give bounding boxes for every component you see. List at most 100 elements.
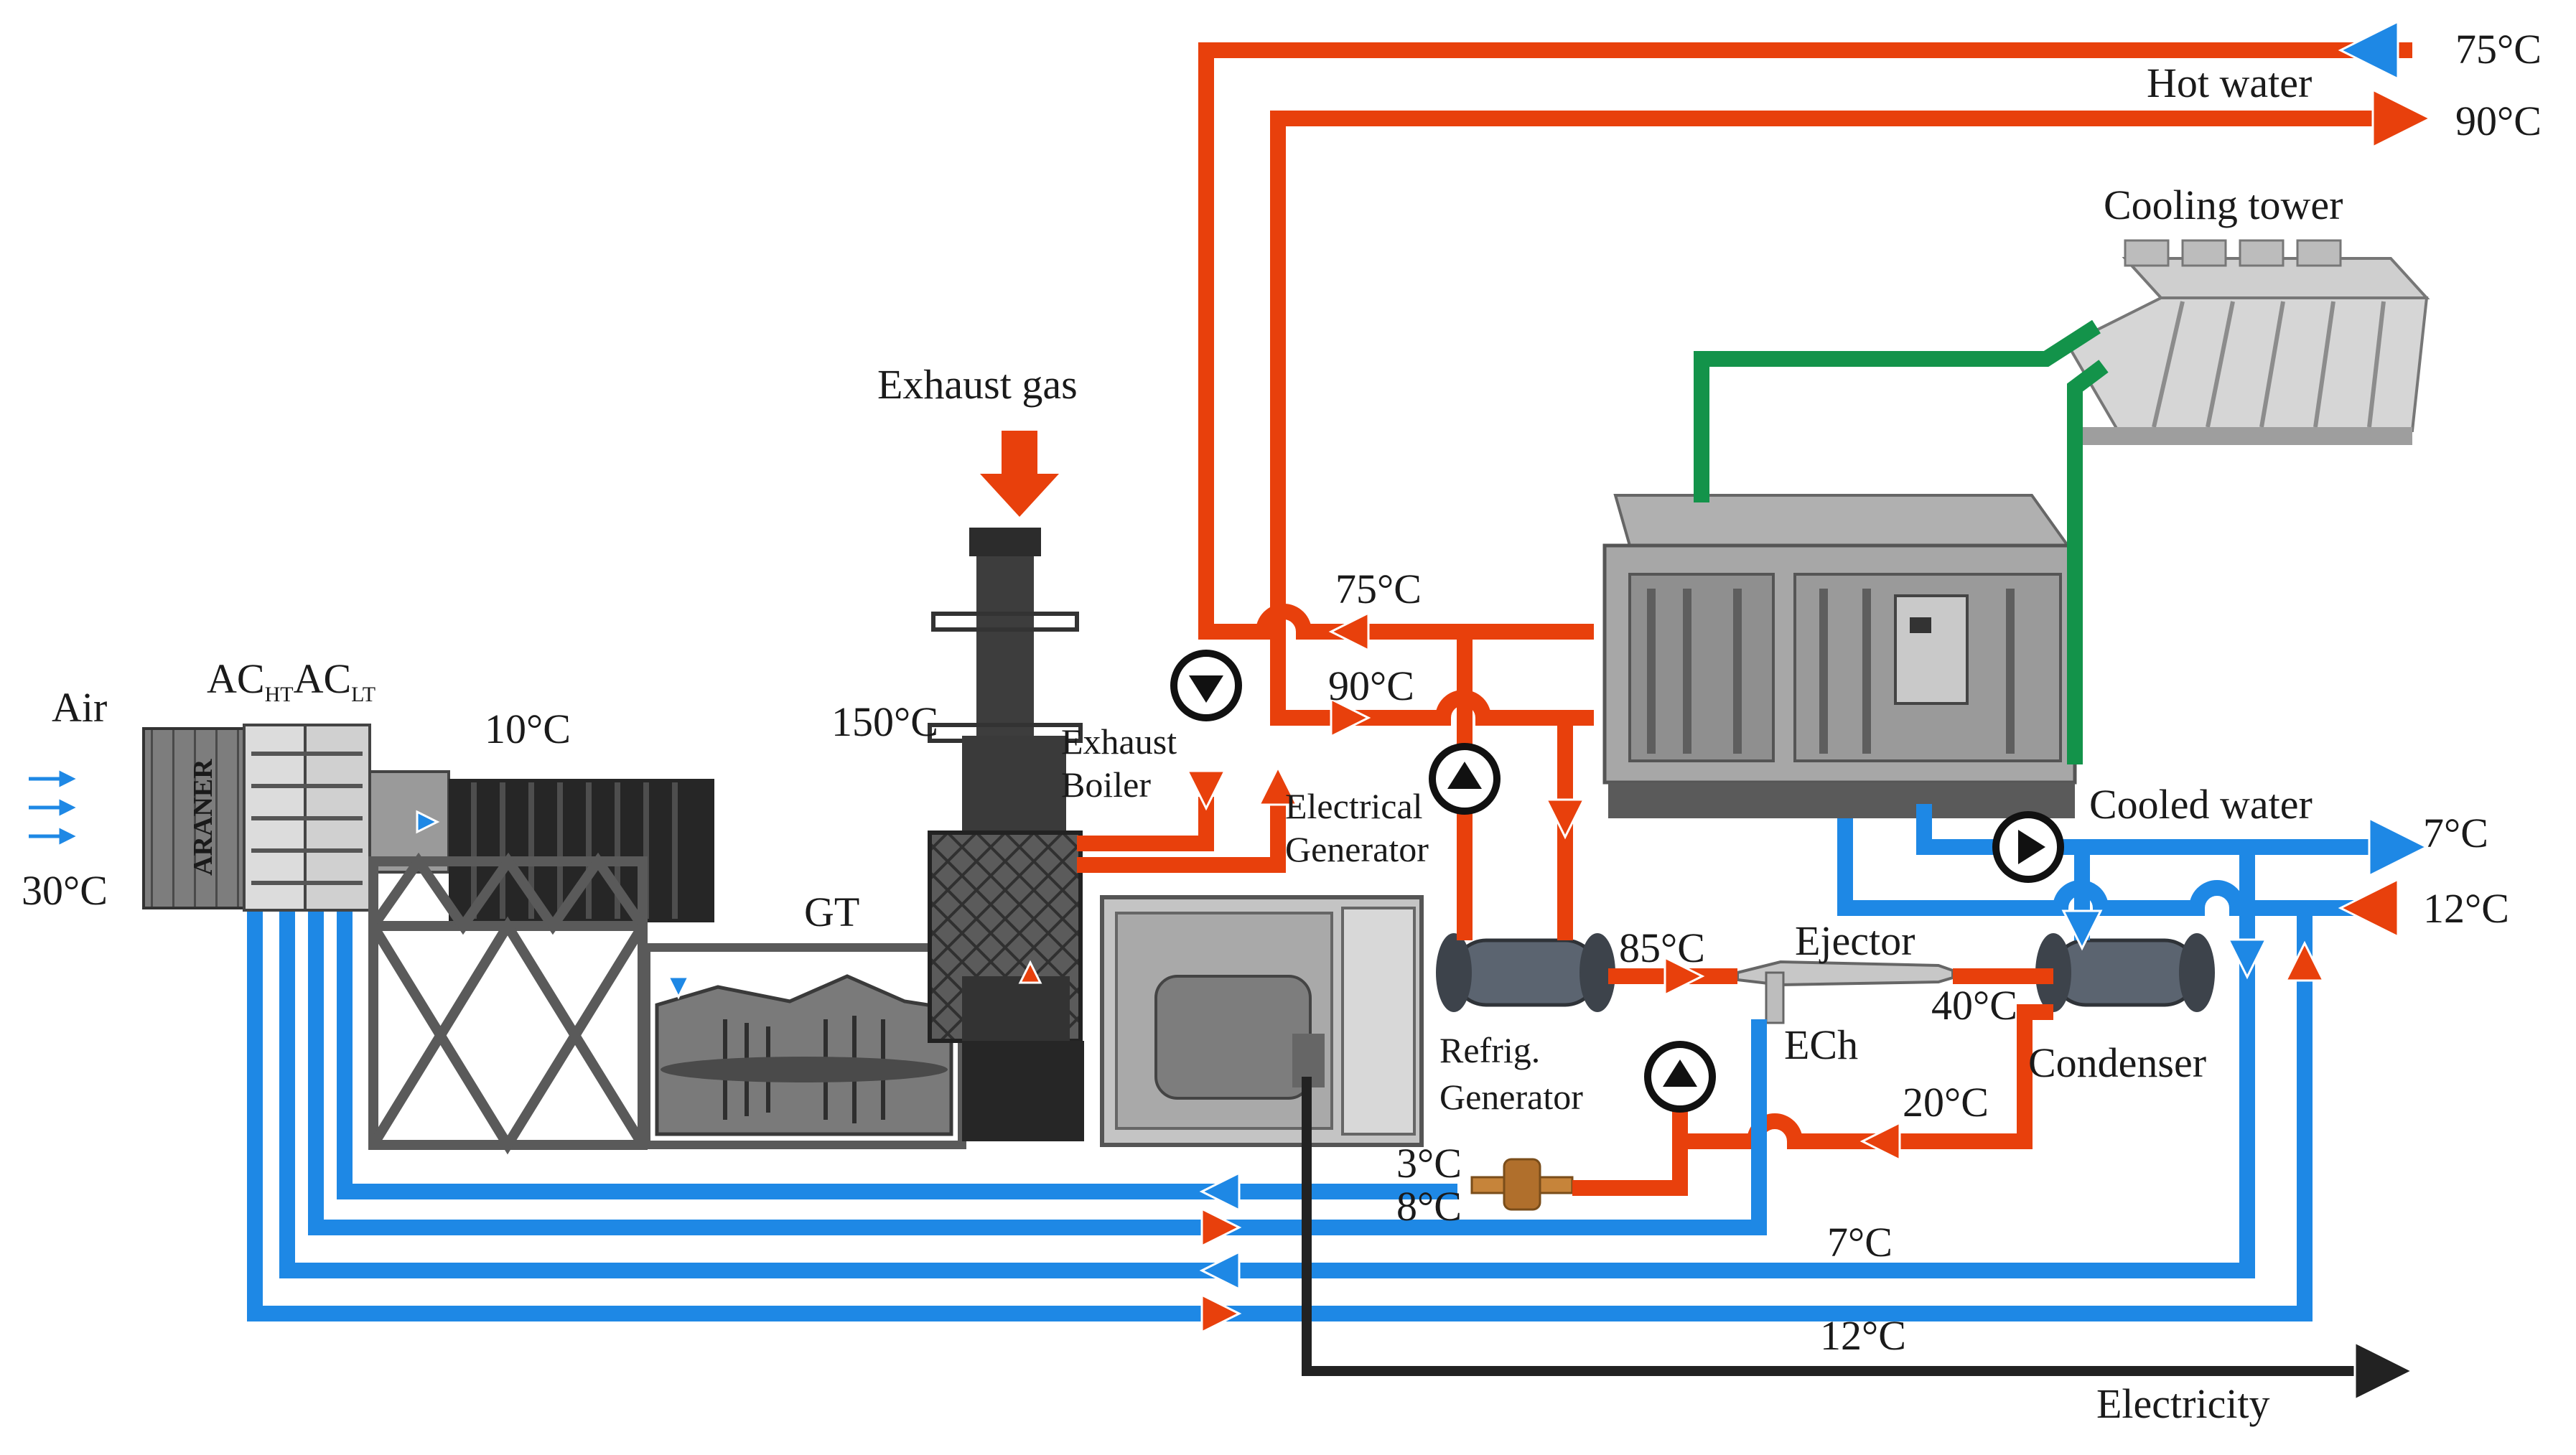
pump-cooled-water-triangle: [2018, 830, 2045, 864]
arrow-air-3: [57, 824, 81, 848]
pipe-loop-7: [279, 847, 2255, 1278]
pipe-cooled-water-supply: [1916, 804, 2391, 855]
tower-fan-1: [2124, 239, 2170, 267]
arrow-condensate: [1859, 1121, 1901, 1162]
stack-top: [969, 528, 1041, 556]
arrow-boiler-inlet: [1257, 764, 1299, 806]
generator-motor: [1154, 975, 1312, 1100]
cw-supply-temp-label: 7°C: [2423, 810, 2488, 856]
pipe-cooling-tower-supply: [1694, 319, 2101, 502]
gt-casing: [655, 974, 953, 1136]
pipe-evap-loop: [337, 912, 1457, 1199]
absorption-chiller: [1602, 494, 2077, 818]
cooling-tower: [2066, 239, 2430, 445]
loop-12-temp-label: 12°C: [1820, 1312, 1906, 1359]
arrow-electricity: [2353, 1340, 2415, 1402]
coil-rows: [251, 752, 363, 885]
arrow-evap-loop: [1199, 1171, 1241, 1212]
pipes-layer: [247, 42, 2412, 1376]
arrow-condenser-cw-in: [2061, 909, 2103, 951]
filter-ribs: [471, 782, 678, 919]
chiller-control-panel: [1894, 594, 1969, 705]
arrow-abs-out: [1330, 697, 1371, 739]
electrical-generator: [1100, 895, 1424, 1147]
filter-house: [449, 779, 714, 922]
chiller-base: [1608, 782, 2075, 818]
pipe-ech-loop: [308, 912, 1767, 1235]
support-frame: [368, 852, 648, 1155]
pump-hot-water: [1170, 650, 1242, 721]
pump-refrig-generator-triangle: [1447, 762, 1482, 789]
stack-platform-1: [931, 612, 1079, 632]
condenser-label: Condenser: [2028, 1039, 2206, 1086]
tower-fan-3: [2239, 239, 2285, 267]
air-cooler-body: [142, 727, 246, 909]
refrig-generator-label-2: Generator: [1439, 1077, 1583, 1117]
labels-layer: Air 30°C ACHTACLT 10°C GT Exhaust gas 15…: [22, 26, 2542, 1427]
arrow-air-2: [57, 795, 81, 820]
chiller-display: [1910, 617, 1931, 633]
cooling-tower-label: Cooling tower: [2104, 182, 2343, 228]
electrical-generator-label-1: Electrical: [1285, 786, 1423, 826]
transition-duct: [962, 1041, 1084, 1141]
arrow-exhaust-gas: [980, 431, 1059, 517]
arrow-cooled-water-return: [2338, 877, 2399, 939]
gen-out-temp-label: 85°C: [1619, 925, 1705, 971]
arrow-cooled-water-supply: [2368, 816, 2430, 878]
electricity-label: Electricity: [2096, 1380, 2270, 1427]
ejector-out-temp-label: 40°C: [1931, 982, 2017, 1029]
tower-base: [2075, 427, 2412, 445]
air-cooler-unit: ARANER: [142, 724, 714, 922]
pipe-loop-12: [247, 908, 2313, 1321]
gas-turbine: [642, 943, 966, 1149]
abs-out-temp-label: 90°C: [1328, 663, 1414, 709]
aranner-logo: ARANER: [188, 759, 218, 876]
arrow-ech-loop: [1200, 1207, 1242, 1248]
exhaust-boiler-label-2: Boiler: [1061, 764, 1151, 805]
arrow-loop-7: [1199, 1250, 1241, 1291]
stack-upper: [976, 556, 1034, 736]
pump-cooled-water: [1992, 811, 2064, 883]
flow-arrows-layer: [29, 19, 2433, 1402]
arrow-loop-12: [1200, 1293, 1242, 1334]
condensate-temp-label: 20°C: [1903, 1079, 1989, 1126]
pump-refrigerant-triangle: [1663, 1059, 1697, 1087]
hw-supply-temp-label: 90°C: [2455, 98, 2542, 144]
evap-in-temp-label: 8°C: [1396, 1183, 1462, 1230]
pump-refrigerant: [1644, 1041, 1716, 1113]
pipe-boiler-outlet: [1077, 797, 1214, 851]
ech-label: ECh: [1784, 1021, 1858, 1068]
arrow-hot-water-supply: [2371, 88, 2433, 149]
tower-ribs: [2152, 301, 2386, 428]
air-label: Air: [52, 684, 107, 731]
arrow-air-1: [57, 767, 81, 791]
arrow-hot-water-return: [2338, 19, 2399, 81]
exhaust-boiler-label-1: Exhaust: [1061, 721, 1177, 762]
expansion-valve: [1470, 1158, 1574, 1211]
pipe-electricity: [1302, 1077, 2362, 1376]
cooled-water-label: Cooled water: [2089, 781, 2313, 828]
pump-hot-water-triangle: [1189, 675, 1223, 703]
arrow-loop-7-down: [2226, 938, 2268, 980]
pipe-cooling-tower-return: [2067, 360, 2109, 764]
arrow-gt-intake: [666, 976, 691, 1000]
loop-7-temp-label: 7°C: [1827, 1219, 1893, 1265]
condenser-hx: [2035, 933, 2215, 1012]
tower-fan-4: [2296, 239, 2342, 267]
electrical-generator-label-2: Generator: [1285, 829, 1429, 869]
arrow-abs-in: [1328, 611, 1370, 652]
chiller-pipes: [1647, 589, 2015, 754]
tower-fan-2: [2181, 239, 2227, 267]
cw-return-temp-label: 12°C: [2423, 885, 2509, 932]
chiller-top: [1613, 494, 2071, 547]
exhaust-temp-label: 150°C: [831, 698, 938, 745]
pipe-boiler-inlet: [1077, 797, 1286, 873]
hw-return-temp-label: 75°C: [2455, 26, 2542, 72]
ejector-label: Ejector: [1795, 917, 1915, 964]
arrow-loop-12-up: [2284, 940, 2325, 982]
exhaust-stack: [928, 528, 1084, 1141]
arrow-boiler-outlet: [1185, 769, 1227, 811]
pump-refrig-generator: [1429, 743, 1501, 815]
